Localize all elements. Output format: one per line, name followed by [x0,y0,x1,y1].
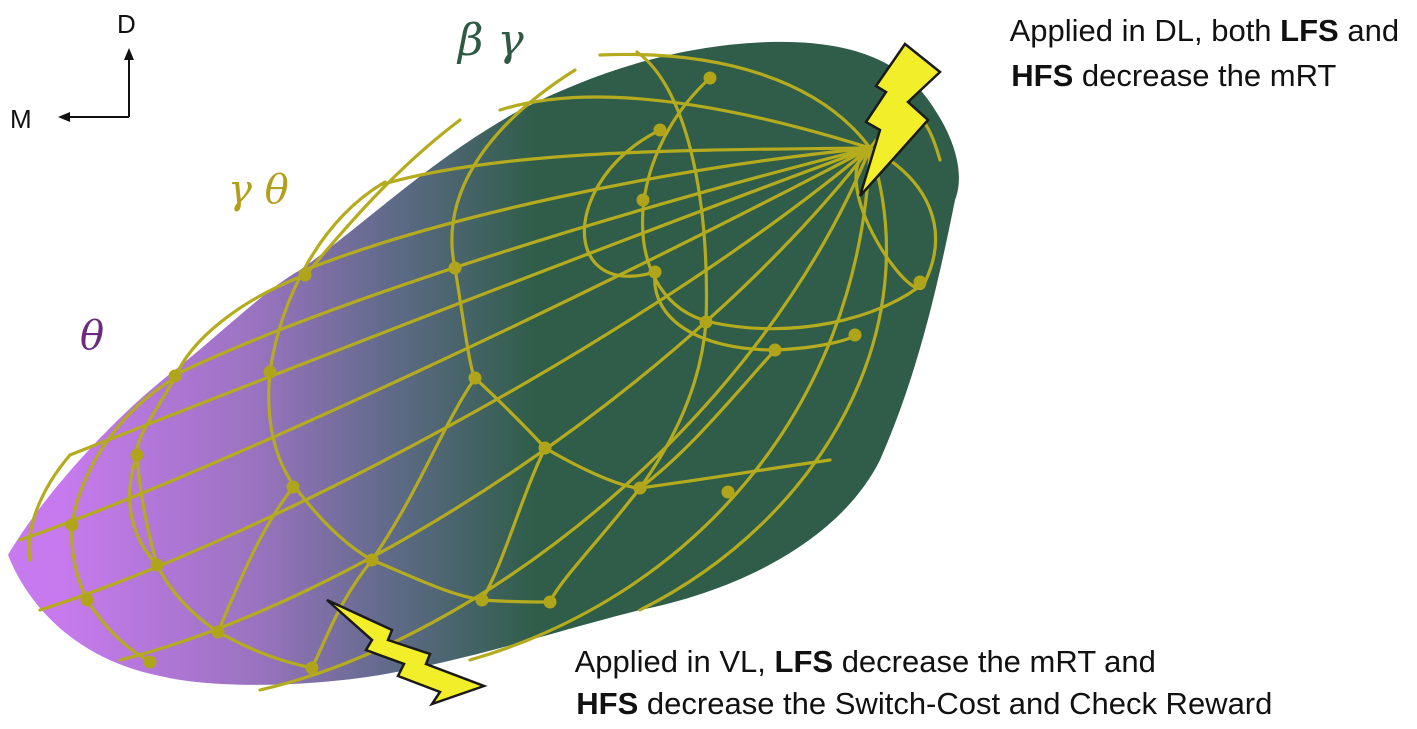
grid-node [848,328,862,342]
grid-meridian [298,146,872,274]
grid-meridian [638,146,888,612]
grid-ring [70,376,177,664]
grid-node [653,123,667,137]
grid-node [143,655,157,669]
grid-meridian [598,52,872,150]
compass-medial-label: M [10,104,32,134]
grid-node [636,193,650,207]
grid-node [475,593,489,607]
grid-ring [216,485,295,634]
grid-node [768,343,782,357]
grid-meridian [173,146,872,377]
annotation-dl-line1-suffix: and [1339,13,1399,48]
grid-meridian [38,146,872,612]
lightning-bolt-icon [858,42,942,197]
grid-node [298,268,312,282]
grid-meridian [118,146,872,662]
grid-node [365,553,379,567]
svg-text:Applied in DL, both LFS and: Applied in DL, both LFS and [951,13,1417,48]
grid-node [633,481,647,495]
grid-node [538,441,552,455]
grid-ring [310,376,477,670]
annotation-dl-line2-bold: HFS [1011,58,1073,93]
grid-node [648,265,662,279]
grid-node [80,593,94,607]
grid-ring [303,118,462,277]
annotation-vl: Applied in VL, LFS decrease the mRT and … [516,644,1315,721]
lightning-bolt-icon [326,598,488,707]
grid-node [699,315,713,329]
grid-node [65,518,79,532]
annotation-vl-line1-prefix: Applied in VL, [575,644,775,679]
svg-text:HFS decrease the Switch-Cost a: HFS decrease the Switch-Cost and Check R… [516,686,1315,721]
annotation-dl-line2-suffix: decrease the mRT [1073,58,1336,93]
annotation-dl-line1-bold: LFS [1280,13,1339,48]
grid-ring [135,273,314,670]
grid-node [703,71,717,85]
annotation-vl-line2-bold: HFS [576,686,638,721]
band-label-gamma-theta: γ θ [228,167,289,213]
grid-node [448,261,462,275]
grid-node [263,365,277,379]
grid-node [130,448,144,462]
grid-node [150,558,164,572]
annotation-vl-line1-suffix: decrease the mRT and [833,644,1156,679]
grid-ring [480,446,547,602]
grid-node [168,369,182,383]
grid-node [305,661,319,675]
grid-ring [128,453,159,567]
svg-text:HFS decrease the mRT: HFS decrease the mRT [951,58,1379,93]
grid-meridian [498,95,872,150]
grid-meridian [18,146,872,542]
grid-nodes [65,71,927,675]
grid-meridian [68,146,872,457]
grid-ring [638,348,777,490]
arrow-left-head [58,112,70,122]
brain-surface [8,41,959,685]
grid-node [913,275,927,289]
grid-meridian [258,146,872,692]
grid-meridian [468,146,872,662]
annotation-dl-line1-prefix: Applied in DL, both [1010,13,1281,48]
grid-node [721,485,735,499]
grid-ring [450,68,832,490]
compass-dorsal-label: D [117,9,136,39]
grid-node [211,625,225,639]
grid-ring [27,453,72,562]
grid-ring [582,128,857,352]
grid-meridian [378,146,872,187]
band-label-beta-gamma: β γ [456,15,524,66]
band-label-theta: θ [80,313,104,359]
annotation-vl-line2-suffix: decrease the Switch-Cost and Check Rewar… [638,686,1272,721]
grid-node [543,595,557,609]
grid-node [468,371,482,385]
svg-text:Applied in VL, LFS decrease th: Applied in VL, LFS decrease the mRT and [516,644,1199,679]
orientation-compass: D M [10,9,136,134]
annotation-vl-line1-bold: LFS [775,644,834,679]
grid-ring [548,50,709,604]
annotation-dl: Applied in DL, both LFS and HFS decrease… [951,13,1417,93]
grid-node [286,480,300,494]
arrow-up-head [124,48,134,60]
